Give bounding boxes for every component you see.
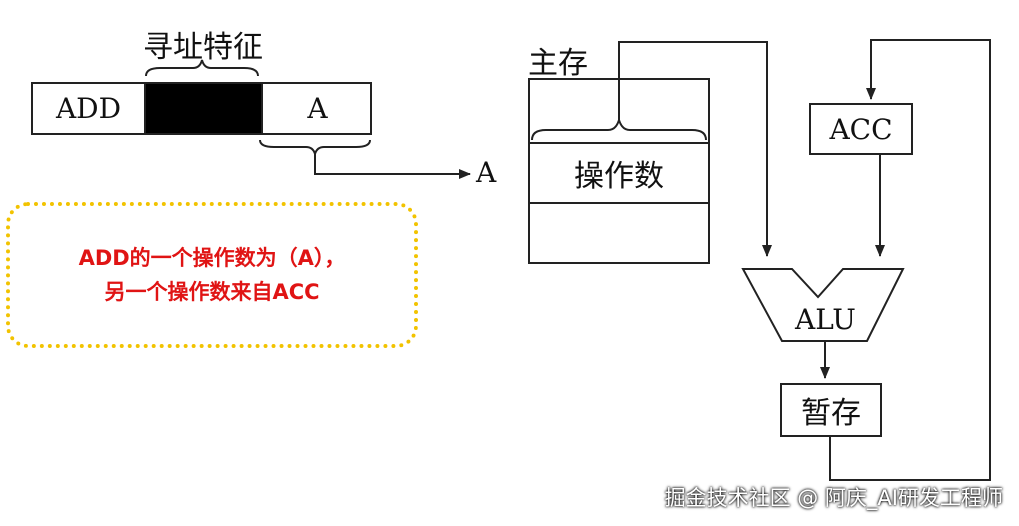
annotation-note: ADD的一个操作数为（A）， 另一个操作数来自ACC xyxy=(6,202,418,348)
operand-to-alu-line xyxy=(618,41,772,257)
watermark-text: 掘金技术社区 @ 阿庆_AI研发工程师 xyxy=(664,486,1003,510)
acc-register: ACC xyxy=(809,103,913,155)
note-line-2: 另一个操作数来自ACC xyxy=(104,280,320,304)
note-line-1: ADD的一个操作数为（A）， xyxy=(78,246,346,270)
addressing-feature-label: 寻址特征 xyxy=(143,30,263,65)
acc-label: ACC xyxy=(829,112,893,146)
operand-label: 操作数 xyxy=(574,159,664,194)
address-field: A xyxy=(261,84,372,133)
temp-register: 暂存 xyxy=(780,383,882,437)
memory-cell-operand: 操作数 xyxy=(530,142,708,204)
opcode-field: ADD xyxy=(33,84,146,133)
alu-label: ALU xyxy=(795,303,856,336)
temp-to-acc-line xyxy=(829,39,991,481)
addressing-feature-field xyxy=(146,84,261,133)
main-memory-title: 主存 xyxy=(528,46,588,81)
alu-shape xyxy=(741,268,905,342)
instruction-word: ADD A xyxy=(31,82,372,135)
addressing-brace xyxy=(145,59,259,77)
address-target-label: A xyxy=(476,156,497,189)
temp-label: 暂存 xyxy=(801,396,861,431)
address-brace xyxy=(259,139,371,158)
main-memory: 操作数 xyxy=(528,78,710,264)
address-arrow xyxy=(314,154,471,179)
